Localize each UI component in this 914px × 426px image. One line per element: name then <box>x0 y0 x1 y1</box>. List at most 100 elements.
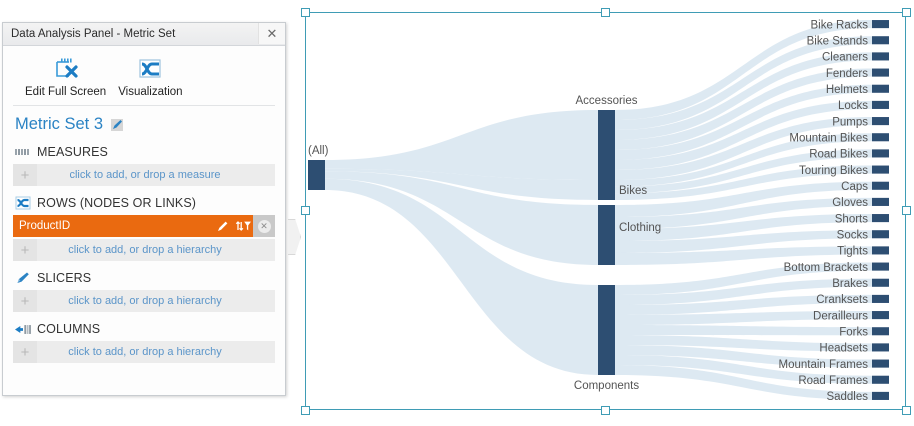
sankey-node-leaf[interactable] <box>872 214 889 223</box>
sankey-link[interactable] <box>615 165 872 200</box>
sankey-node-label-leaf: Touring Bikes <box>799 165 868 177</box>
sankey-node-leaf[interactable] <box>872 246 889 255</box>
sankey-link[interactable] <box>615 345 872 368</box>
sankey-node-leaf[interactable] <box>872 327 889 336</box>
sankey-node-label-leaf: Bottom Brackets <box>784 262 869 274</box>
panel-titlebar[interactable]: Data Analysis Panel - Metric Set ✕ <box>3 23 285 46</box>
resize-handle-middle-left[interactable] <box>300 205 310 215</box>
sankey-link[interactable] <box>615 100 872 170</box>
add-column-plus-icon[interactable]: + <box>13 341 37 363</box>
resize-handle-bottom-right[interactable] <box>901 405 911 415</box>
columns-drop-slot[interactable]: + click to add, or drop a hierarchy <box>13 341 275 363</box>
sankey-link[interactable] <box>325 171 598 265</box>
sankey-link[interactable] <box>615 230 872 253</box>
sankey-link[interactable] <box>615 133 872 187</box>
sankey-node-label-leaf: Socks <box>837 229 869 241</box>
sort-filter-icon[interactable] <box>233 215 253 237</box>
sankey-node-leaf[interactable] <box>872 52 889 61</box>
sankey-node-leaf[interactable] <box>872 311 889 320</box>
columns-slot-text: click to add, or drop a hierarchy <box>68 346 222 358</box>
metric-set-title[interactable]: Metric Set 3 <box>15 115 104 133</box>
sankey-link[interactable] <box>615 117 872 180</box>
sankey-node-leaf[interactable] <box>872 278 889 287</box>
sankey-link[interactable] <box>615 294 872 315</box>
sankey-link[interactable] <box>615 214 872 241</box>
sankey-node-leaf[interactable] <box>872 84 889 93</box>
sankey-node-leaf[interactable] <box>872 343 889 352</box>
close-icon[interactable]: ✕ <box>258 23 285 44</box>
sankey-node-leaf[interactable] <box>872 133 889 142</box>
sankey-node-leaf[interactable] <box>872 181 889 190</box>
sankey-node-label-leaf: Bike Racks <box>810 19 868 31</box>
panel-collapse-chevron-icon[interactable] <box>288 219 301 255</box>
visualization-button[interactable]: Visualization <box>112 52 188 101</box>
field-pill-label: ProductID <box>19 220 71 232</box>
sankey-node-leaf[interactable] <box>872 197 889 206</box>
pencil-icon[interactable] <box>213 215 233 237</box>
sankey-node-accessories[interactable] <box>598 110 615 180</box>
sankey-node-label-leaf: Road Bikes <box>809 149 868 161</box>
add-rows-plus-icon[interactable]: + <box>13 239 37 261</box>
sankey-link[interactable] <box>615 262 872 295</box>
rows-drop-slot[interactable]: + click to add, or drop a hierarchy <box>13 239 275 261</box>
sankey-link[interactable] <box>615 325 872 336</box>
sankey-link[interactable] <box>325 178 598 375</box>
sankey-node-label-accessories: Accessories <box>576 95 638 107</box>
sankey-link[interactable] <box>615 68 872 150</box>
sankey-node-leaf[interactable] <box>872 20 889 29</box>
slicers-drop-slot[interactable]: + click to add, or drop a hierarchy <box>13 290 275 312</box>
sankey-link[interactable] <box>615 355 872 384</box>
sankey-node-leaf[interactable] <box>872 230 889 239</box>
sankey-node-clothing[interactable] <box>598 205 615 265</box>
sankey-link[interactable] <box>615 181 872 217</box>
sankey-node-leaf[interactable] <box>872 375 889 384</box>
panel-title: Data Analysis Panel - Metric Set <box>11 28 176 40</box>
sankey-node-all[interactable] <box>308 160 325 190</box>
remove-icon-glyph: ✕ <box>257 219 271 233</box>
pencil-icon[interactable] <box>109 117 125 133</box>
sankey-link[interactable] <box>615 197 872 229</box>
sankey-node-bikes[interactable] <box>598 180 615 200</box>
resize-handle-top-left[interactable] <box>300 7 310 17</box>
resize-handle-top-right[interactable] <box>901 7 911 17</box>
measures-drop-slot[interactable]: + click to add, or drop a measure <box>13 164 275 186</box>
sankey-node-leaf[interactable] <box>872 68 889 77</box>
edit-full-screen-button[interactable]: Edit Full Screen <box>19 52 112 101</box>
sankey-link[interactable] <box>325 110 598 180</box>
sankey-node-leaf[interactable] <box>872 117 889 126</box>
sankey-link[interactable] <box>615 311 872 325</box>
sankey-node-leaf[interactable] <box>872 262 889 271</box>
sankey-link[interactable] <box>615 246 872 265</box>
resize-handle-top-center[interactable] <box>601 7 610 17</box>
add-slicer-plus-icon[interactable]: + <box>13 290 37 312</box>
sankey-node-label-leaf: Mountain Bikes <box>789 132 868 144</box>
sankey-node-leaf[interactable] <box>872 36 889 45</box>
sankey-link[interactable] <box>615 149 872 194</box>
field-pill-productid[interactable]: ProductID ✕ <box>13 215 275 237</box>
sankey-node-components[interactable] <box>598 285 615 375</box>
sankey-link[interactable] <box>615 84 872 160</box>
resize-handle-middle-right[interactable] <box>901 205 911 215</box>
sankey-node-leaf[interactable] <box>872 165 889 174</box>
sankey-link[interactable] <box>615 278 872 305</box>
sankey-link[interactable] <box>615 52 872 140</box>
sankey-node-label-leaf: Cleaners <box>822 52 868 64</box>
measures-icon <box>15 145 31 159</box>
sankey-link[interactable] <box>615 335 872 352</box>
sankey-node-leaf[interactable] <box>872 391 889 400</box>
sankey-link[interactable] <box>615 36 872 131</box>
sankey-node-leaf[interactable] <box>872 294 889 303</box>
sankey-node-label-leaf: Shorts <box>835 213 868 225</box>
resize-handle-bottom-center[interactable] <box>601 405 610 415</box>
resize-handle-bottom-left[interactable] <box>300 405 310 415</box>
sankey-link[interactable] <box>325 168 598 200</box>
sankey-link[interactable] <box>615 20 872 121</box>
sankey-node-label-leaf: Forks <box>839 326 868 338</box>
add-measure-plus-icon[interactable]: + <box>13 164 37 186</box>
sankey-node-leaf[interactable] <box>872 100 889 109</box>
remove-icon[interactable]: ✕ <box>253 215 275 237</box>
sankey-link[interactable] <box>615 365 872 400</box>
sankey-node-leaf[interactable] <box>872 149 889 158</box>
sankey-node-leaf[interactable] <box>872 359 889 368</box>
